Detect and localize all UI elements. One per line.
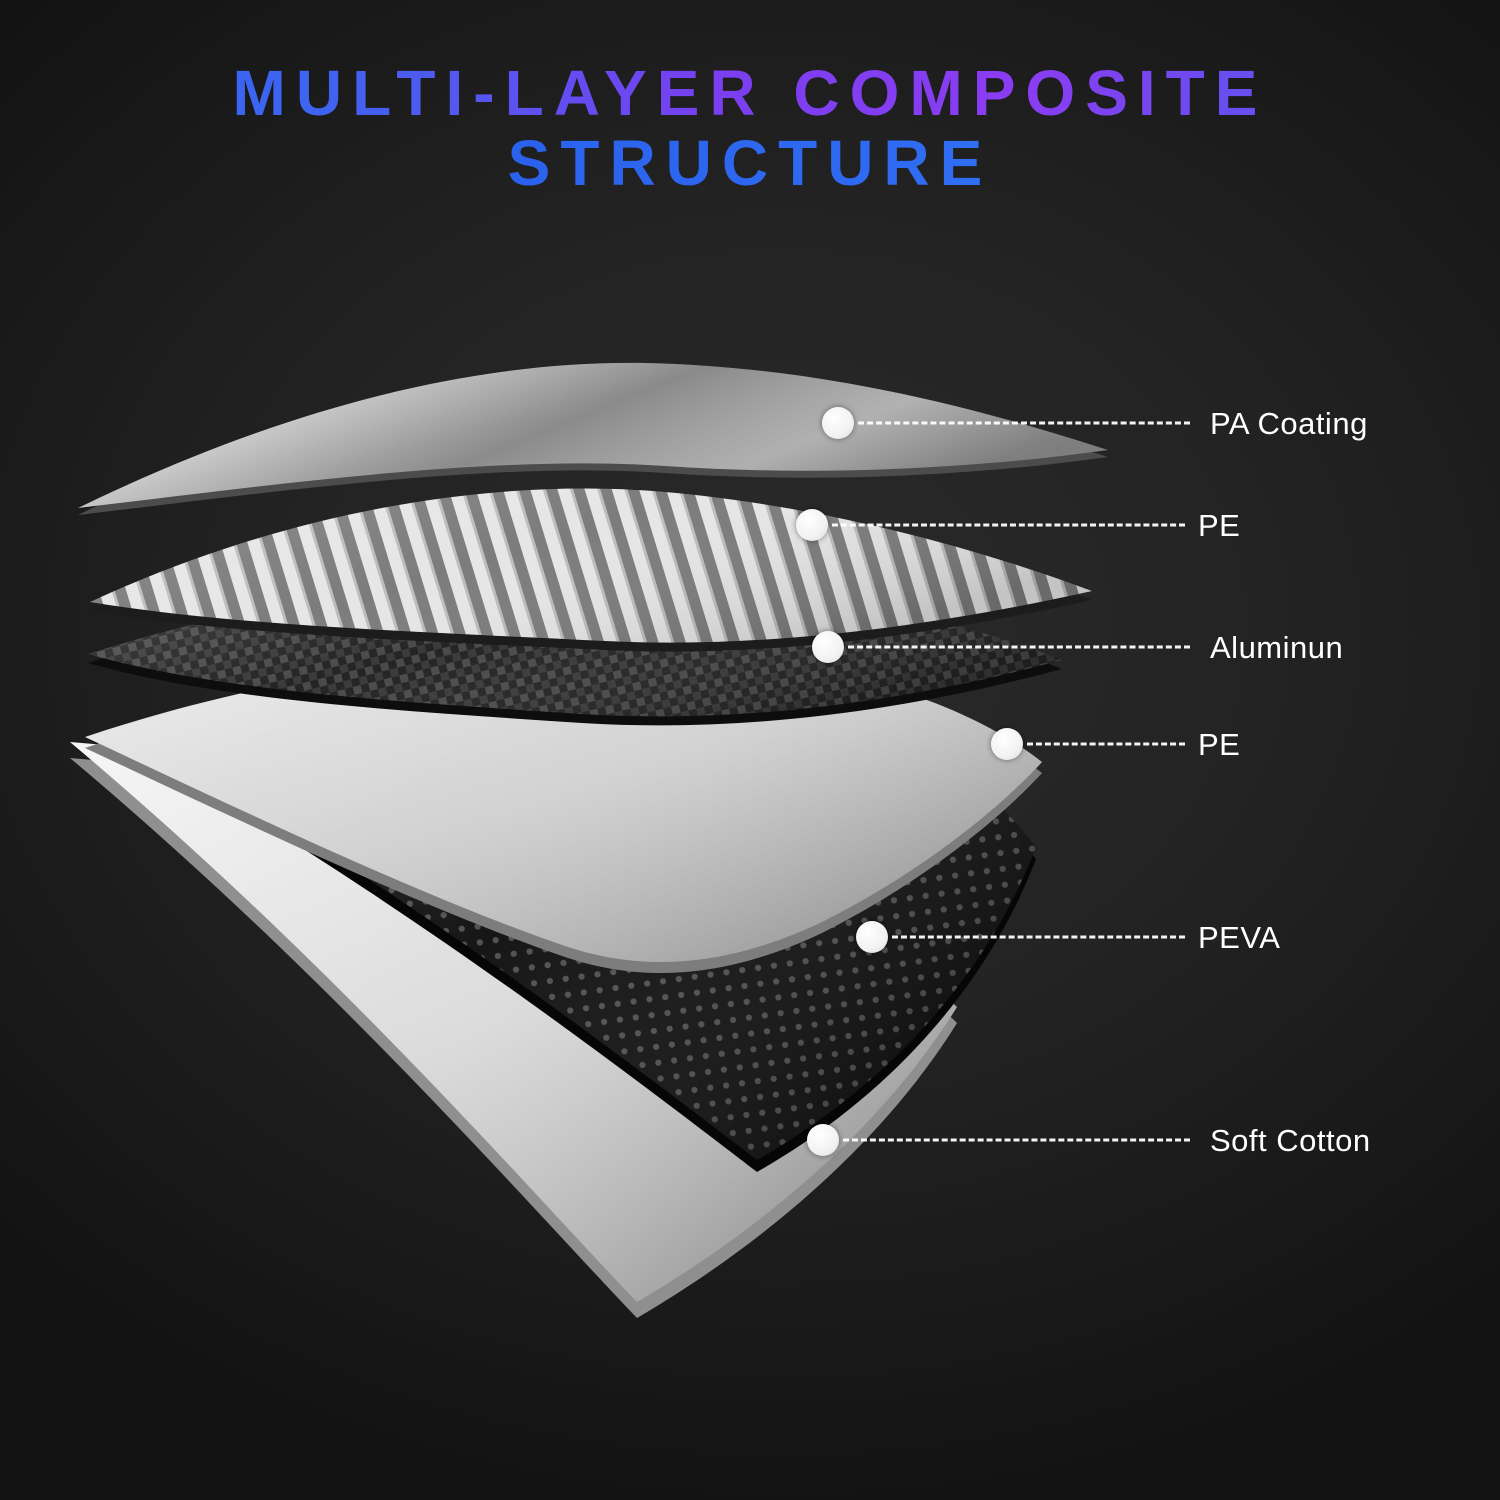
layer-label-peva: PEVA bbox=[1198, 920, 1281, 955]
layer-label-pe-bottom: PE bbox=[1198, 727, 1241, 762]
callout-line bbox=[832, 523, 1185, 527]
callout-line bbox=[858, 421, 1190, 425]
layer-label-pa-coating: PA Coating bbox=[1210, 406, 1368, 441]
layer-pe-bottom bbox=[85, 651, 1042, 974]
layer-pa-coating bbox=[78, 362, 1108, 515]
callout-dot bbox=[807, 1124, 839, 1156]
callout-line bbox=[843, 1138, 1190, 1142]
page-title: MULTI-LAYER COMPOSITE STRUCTURE bbox=[0, 58, 1500, 199]
layer-pe-top bbox=[90, 488, 1092, 652]
callout-dot bbox=[812, 631, 844, 663]
title-line-2: STRUCTURE bbox=[0, 128, 1500, 199]
callout-dot bbox=[796, 509, 828, 541]
layer-label-aluminum: Aluminun bbox=[1210, 630, 1344, 665]
callout-line bbox=[848, 645, 1190, 649]
callout-dot bbox=[822, 407, 854, 439]
callout-line bbox=[892, 935, 1185, 939]
layer-soft-cotton bbox=[70, 742, 957, 1318]
callout-line bbox=[1027, 742, 1185, 746]
layer-label-soft-cotton: Soft Cotton bbox=[1210, 1123, 1371, 1158]
callout-dot bbox=[856, 921, 888, 953]
layer-label-pe-top: PE bbox=[1198, 508, 1241, 543]
title-line-1: MULTI-LAYER COMPOSITE bbox=[0, 58, 1500, 129]
callout-dot bbox=[991, 728, 1023, 760]
